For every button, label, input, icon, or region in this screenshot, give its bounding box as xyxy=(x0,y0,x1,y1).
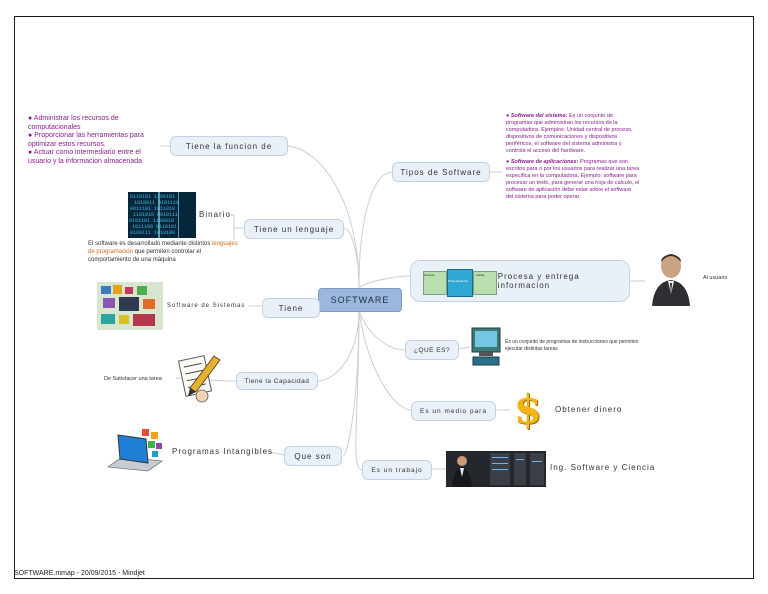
node-que-es[interactable]: ¿QUE ES? xyxy=(405,340,459,360)
node-tiene-lenguaje-label: Tiene un lenguaje xyxy=(253,224,335,234)
node-tiene[interactable]: Tiene xyxy=(262,298,320,318)
central-node[interactable]: SOFTWARE xyxy=(318,288,402,312)
server-room-image xyxy=(446,451,546,487)
central-label: SOFTWARE xyxy=(330,295,390,305)
node-medio-para-label: Es un medio para xyxy=(420,407,487,415)
node-que-es-label: ¿QUE ES? xyxy=(413,346,451,354)
que-es-desc: Es un conjunto de programas de instrucci… xyxy=(505,339,639,352)
svg-text:0110101 1100101: 0110101 1100101 xyxy=(130,194,175,200)
node-procesa-label: Procesa y entrega informacion xyxy=(497,272,580,290)
checklist-pencil-image xyxy=(176,352,224,404)
diagram-procesamiento: Procesamiento xyxy=(448,279,469,283)
funcion-item-1: ● Administrar los recursos de computacio… xyxy=(28,115,119,131)
node-tipos-software[interactable]: Tipos de Software xyxy=(392,162,490,182)
lenguaje-desc: El software es desarrollado mediante dis… xyxy=(88,241,238,263)
svg-text:1101010 0010111: 1101010 0010111 xyxy=(133,212,178,218)
svg-text:1010011 0101110: 1010011 0101110 xyxy=(134,200,179,206)
funcion-item-2: ● Proporcionar las herramientas para opt… xyxy=(28,132,144,148)
programas-intangibles-label: Programas Intangibles xyxy=(172,447,274,456)
svg-text:0101101 1100010: 0101101 1100010 xyxy=(129,218,174,224)
obtener-dinero-label: Obtener dinero xyxy=(555,405,623,414)
node-tiene-funcion[interactable]: Tiene la funcion de xyxy=(170,136,288,156)
node-tiene-capacidad-label: Tiene la Capacidad xyxy=(244,377,310,385)
node-tiene-label: Tiene xyxy=(278,303,304,313)
funcion-list: ● Administrar los recursos de computacio… xyxy=(28,115,163,166)
svg-text:1011100 0110101: 1011100 0110101 xyxy=(132,224,177,230)
node-tiene-funcion-label: Tiene la funcion de xyxy=(185,141,273,151)
diagram-salida: Salida xyxy=(476,273,485,277)
node-procesa-informacion[interactable]: Entrada Procesamiento Salida Procesa y e… xyxy=(410,260,630,302)
process-diagram: Entrada Procesamiento Salida xyxy=(423,265,497,297)
satisfacer-tarea-label: De Satisfacer una tarea xyxy=(104,376,162,382)
laptop-apps-image xyxy=(104,427,164,475)
binario-label: Binario xyxy=(199,210,231,219)
node-medio-para[interactable]: Es un medio para xyxy=(411,401,496,421)
funcion-item-3: ● Actuar como intermediario entre el usu… xyxy=(28,149,143,165)
software-sistemas-image xyxy=(97,282,163,330)
node-es-un-trabajo-label: Es un trabajo xyxy=(371,466,423,474)
node-que-son[interactable]: Que son xyxy=(284,446,342,466)
tipo-aplicaciones: ● Software de aplicaciones: Programas qu… xyxy=(506,159,640,200)
dollar-sign-icon: $ xyxy=(514,386,542,433)
tipos-desc: ● Software del sistema: Es un conjunto d… xyxy=(506,113,640,201)
computer-image xyxy=(471,327,501,367)
tipo-sistema: ● Software del sistema: Es un conjunto d… xyxy=(506,113,633,154)
binary-code-image: 0110101 1100101 1010011 0101110 0011101 … xyxy=(128,192,196,238)
diagram-entrada: Entrada xyxy=(424,273,435,277)
al-usuario-label: Al usuario xyxy=(703,275,728,281)
node-que-son-label: Que son xyxy=(294,451,332,461)
software-sistemas-label: Software de Sistemas xyxy=(167,303,246,309)
node-tiene-lenguaje[interactable]: Tiene un lenguaje xyxy=(244,219,344,239)
node-tiene-capacidad[interactable]: Tiene la Capacidad xyxy=(236,372,318,390)
node-tipos-software-label: Tipos de Software xyxy=(400,167,482,177)
ing-software-label: Ing. Software y Ciencia xyxy=(550,463,656,472)
node-es-un-trabajo[interactable]: Es un trabajo xyxy=(362,460,432,480)
user-avatar-image xyxy=(650,250,692,306)
svg-text:0100111 1010100: 0100111 1010100 xyxy=(130,230,175,236)
footer-filename: SOFTWARE.mmap - 20/09/2015 - Mindjet xyxy=(14,570,145,577)
svg-text:0011101 1011010: 0011101 1011010 xyxy=(130,206,175,212)
